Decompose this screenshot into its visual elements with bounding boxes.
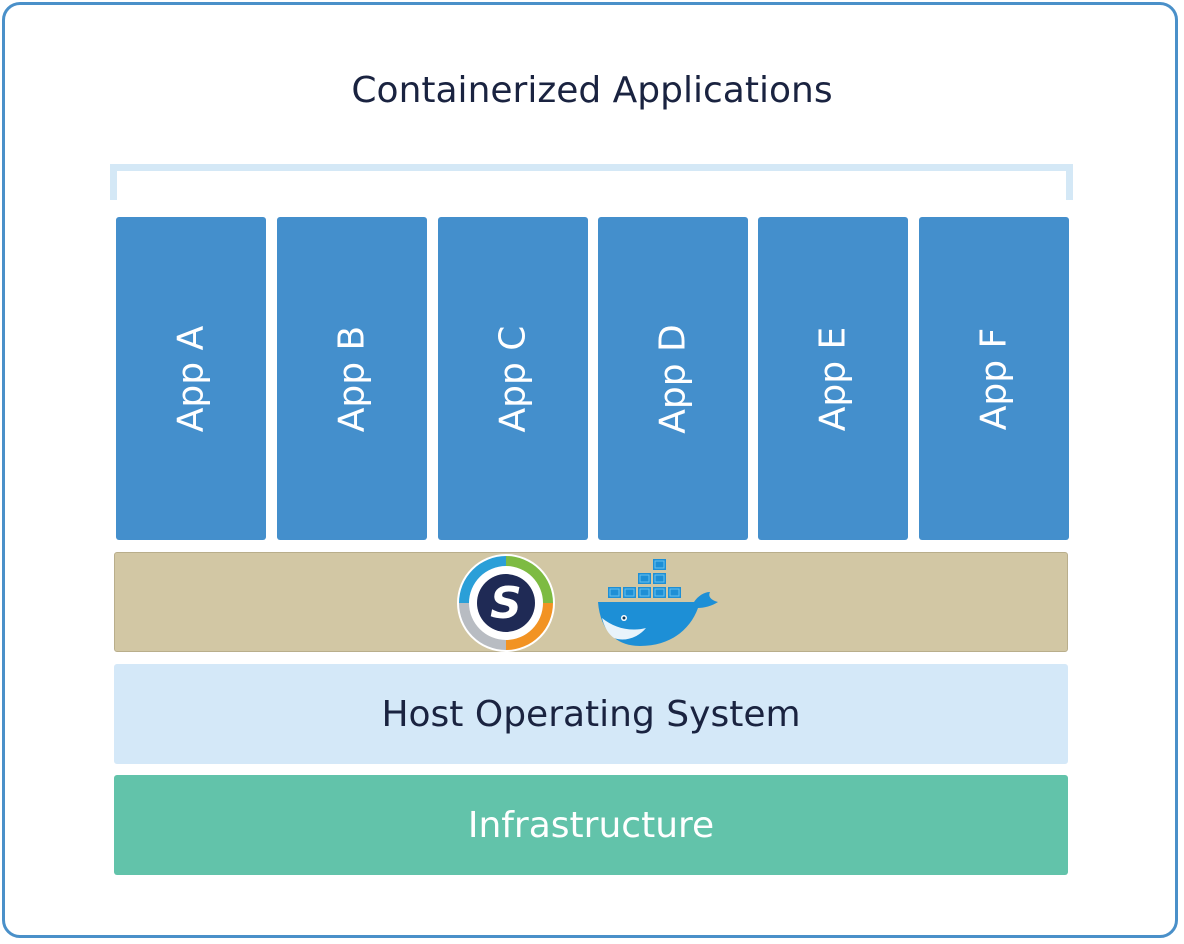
apps-bracket bbox=[110, 164, 1073, 200]
app-b-label: App B bbox=[331, 325, 373, 433]
svg-text:S: S bbox=[490, 578, 522, 629]
app-c-block: App C bbox=[438, 217, 588, 540]
infrastructure-label: Infrastructure bbox=[467, 804, 715, 846]
app-d-block: App D bbox=[598, 217, 748, 540]
container-engine-layer bbox=[114, 552, 1068, 652]
app-d-label: App D bbox=[652, 324, 694, 434]
diagram-title: Containerized Applications bbox=[351, 70, 833, 111]
infrastructure-layer: Infrastructure bbox=[114, 775, 1068, 875]
app-f-block: App F bbox=[919, 217, 1069, 540]
app-a-block: App A bbox=[116, 217, 266, 540]
app-c-label: App C bbox=[492, 325, 534, 433]
host-operating-system-layer: Host Operating System bbox=[114, 664, 1068, 764]
app-a-label: App A bbox=[170, 325, 212, 433]
app-e-block: App E bbox=[758, 217, 908, 540]
app-f-label: App F bbox=[973, 327, 1015, 431]
app-b-block: App B bbox=[277, 217, 427, 540]
shippable-s-logo-icon: S bbox=[457, 554, 555, 652]
docker-whale-logo-icon bbox=[598, 559, 718, 646]
host-operating-system-label: Host Operating System bbox=[381, 693, 801, 735]
app-e-label: App E bbox=[812, 326, 854, 432]
